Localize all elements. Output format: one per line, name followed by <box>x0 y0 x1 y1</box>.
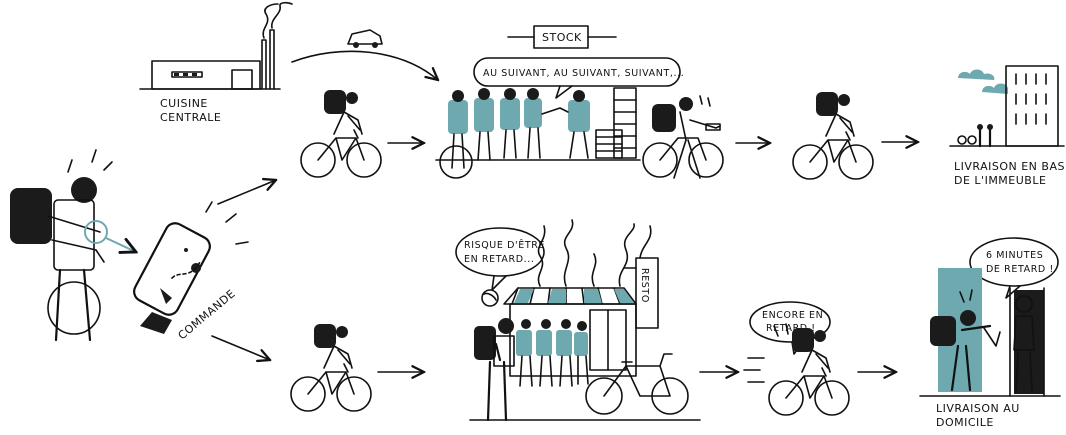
minutes-late-text-line2: DE RETARD ! <box>986 264 1054 275</box>
customer-with-phone <box>10 149 136 342</box>
stock-sign <box>507 25 617 49</box>
arrow-order-to-top <box>217 180 276 205</box>
smartphone-order-app <box>133 201 249 334</box>
courier-bike-bottom-1 <box>291 324 371 411</box>
central-kitchen-label-line2: CENTRALE <box>160 111 221 124</box>
late-risk-text-line2: EN RETARD... <box>464 254 534 265</box>
central-kitchen-factory <box>139 1 293 90</box>
central-kitchen-label-line1: CUISINE <box>160 97 208 110</box>
minutes-late-text-line1: 6 MINUTES <box>986 250 1043 261</box>
courier-leaving-stock <box>642 95 724 179</box>
courier-bike-rushing <box>743 323 849 415</box>
queue-speech-text: AU SUIVANT, AU SUIVANT, SUIVANT,... <box>483 68 684 79</box>
building-delivery-label-line2: DE L'IMMEUBLE <box>954 174 1046 187</box>
courier-crowd-at-stock <box>435 87 641 179</box>
building-delivery-label-line1: LIVRAISON EN BAS <box>954 160 1065 173</box>
home-delivery-door-scene <box>919 268 1061 397</box>
home-delivery-label-line1: LIVRAISON AU <box>936 402 1020 415</box>
courier-bike-top-2 <box>793 92 873 179</box>
late-risk-text-line1: RISQUE D'ÊTRE <box>464 239 545 251</box>
restaurant-with-queue <box>469 219 701 422</box>
late-risk-speech-bubble <box>455 227 545 307</box>
arrow-order-to-bottom <box>211 335 270 360</box>
stock-label: STOCK <box>542 31 582 44</box>
queue-speech-bubble <box>473 57 681 99</box>
apartment-building <box>949 65 1065 148</box>
resto-sign-text: RESTO <box>639 268 650 303</box>
delivery-van-icon <box>347 29 383 48</box>
still-late-text-line1: ENCORE EN <box>762 310 823 321</box>
courier-bike-top-1 <box>301 90 381 177</box>
arrow-kitchen-to-stock <box>291 50 438 80</box>
still-late-text-line2: RETARD ! <box>766 323 816 334</box>
home-delivery-label-line2: DOMICILE <box>936 416 994 429</box>
